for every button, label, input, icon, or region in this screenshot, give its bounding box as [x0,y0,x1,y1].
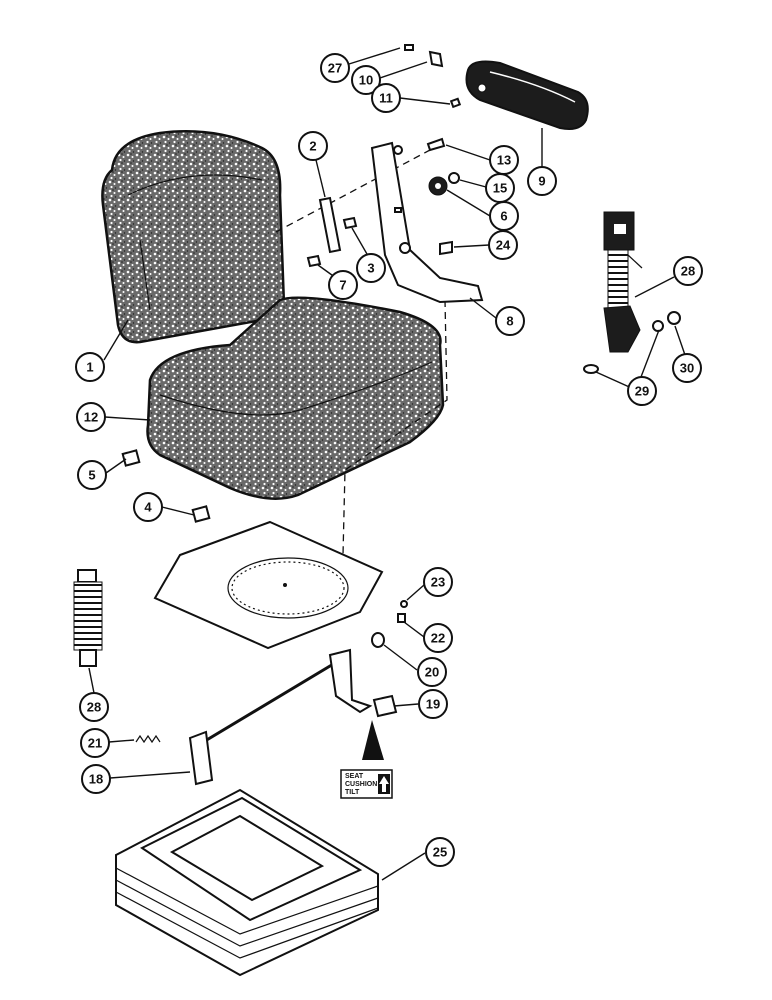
svg-text:11: 11 [379,91,393,106]
armrest [465,60,589,130]
svg-text:24: 24 [496,238,511,253]
svg-text:6: 6 [500,209,507,224]
svg-text:1: 1 [86,360,93,375]
decal-line-tilt: TILT [345,789,360,796]
svg-text:19: 19 [426,697,440,712]
decal-line-seat: SEAT [345,773,364,780]
seat-belt-strap [73,569,103,667]
callout-13: 13 [489,145,519,175]
armrest-fasteners [404,44,462,109]
spring [135,734,161,744]
callout-28-upper: 28 [673,256,703,286]
callout-8: 8 [495,306,525,336]
callout-2: 2 [298,131,328,161]
callout-4: 4 [133,492,163,522]
svg-text:10: 10 [359,73,373,88]
callout-1: 1 [75,352,105,382]
seat-cushion [146,296,445,500]
svg-text:5: 5 [88,468,95,483]
callout-30: 30 [672,353,702,383]
leader-lines [88,47,686,881]
callout-21: 21 [80,728,110,758]
callout-7: 7 [328,270,358,300]
callout-20: 20 [417,657,447,687]
seat-backrest [101,130,286,344]
seat-belt-buckle [603,211,643,353]
bracket-hardware [426,137,460,256]
callout-23: 23 [423,567,453,597]
svg-text:4: 4 [144,500,152,515]
tilt-rod [188,648,398,786]
seat-cushion-tilt-decal: SEAT CUSHION TILT [340,769,393,799]
swivel-plate [153,520,384,650]
svg-text:3: 3 [367,261,374,276]
callout-27: 27 [320,53,350,83]
callout-19: 19 [418,689,448,719]
callout-18: 18 [81,764,111,794]
svg-text:12: 12 [84,410,98,425]
assembly-line [342,299,448,556]
callout-10: 10 [351,65,381,95]
callout-12: 12 [76,402,106,432]
svg-text:22: 22 [431,631,445,646]
assembly-line [275,141,446,233]
svg-text:2: 2 [309,139,316,154]
link-and-bolts [306,196,358,268]
callout-3: 3 [356,253,386,283]
plate-hardware [371,600,408,648]
svg-text:27: 27 [328,61,342,76]
svg-text:30: 30 [680,361,694,376]
svg-text:25: 25 [433,845,447,860]
svg-text:9: 9 [538,174,545,189]
svg-text:18: 18 [89,772,103,787]
callout-24: 24 [488,230,518,260]
callout-15: 15 [485,173,515,203]
callout-28-lower: 28 [79,692,109,722]
svg-text:21: 21 [88,736,102,751]
callout-9: 9 [527,166,557,196]
svg-text:8: 8 [506,314,513,329]
svg-text:7: 7 [339,278,346,293]
decal-line-cushion: CUSHION [345,781,377,788]
svg-text:20: 20 [425,665,439,680]
callout-11: 11 [371,83,401,113]
callout-6: 6 [489,201,519,231]
svg-text:29: 29 [635,384,649,399]
svg-text:23: 23 [431,575,445,590]
callout-29: 29 [627,376,657,406]
callout-25: 25 [425,837,455,867]
armrest-bracket [370,141,484,304]
svg-text:28: 28 [87,700,101,715]
callout-22: 22 [423,623,453,653]
decal-pointer [362,720,384,760]
svg-text:28: 28 [681,264,695,279]
callout-5: 5 [77,460,107,490]
belt-hardware [583,311,681,374]
suspension-boot [115,788,379,977]
svg-text:15: 15 [493,181,507,196]
svg-text:13: 13 [497,153,511,168]
